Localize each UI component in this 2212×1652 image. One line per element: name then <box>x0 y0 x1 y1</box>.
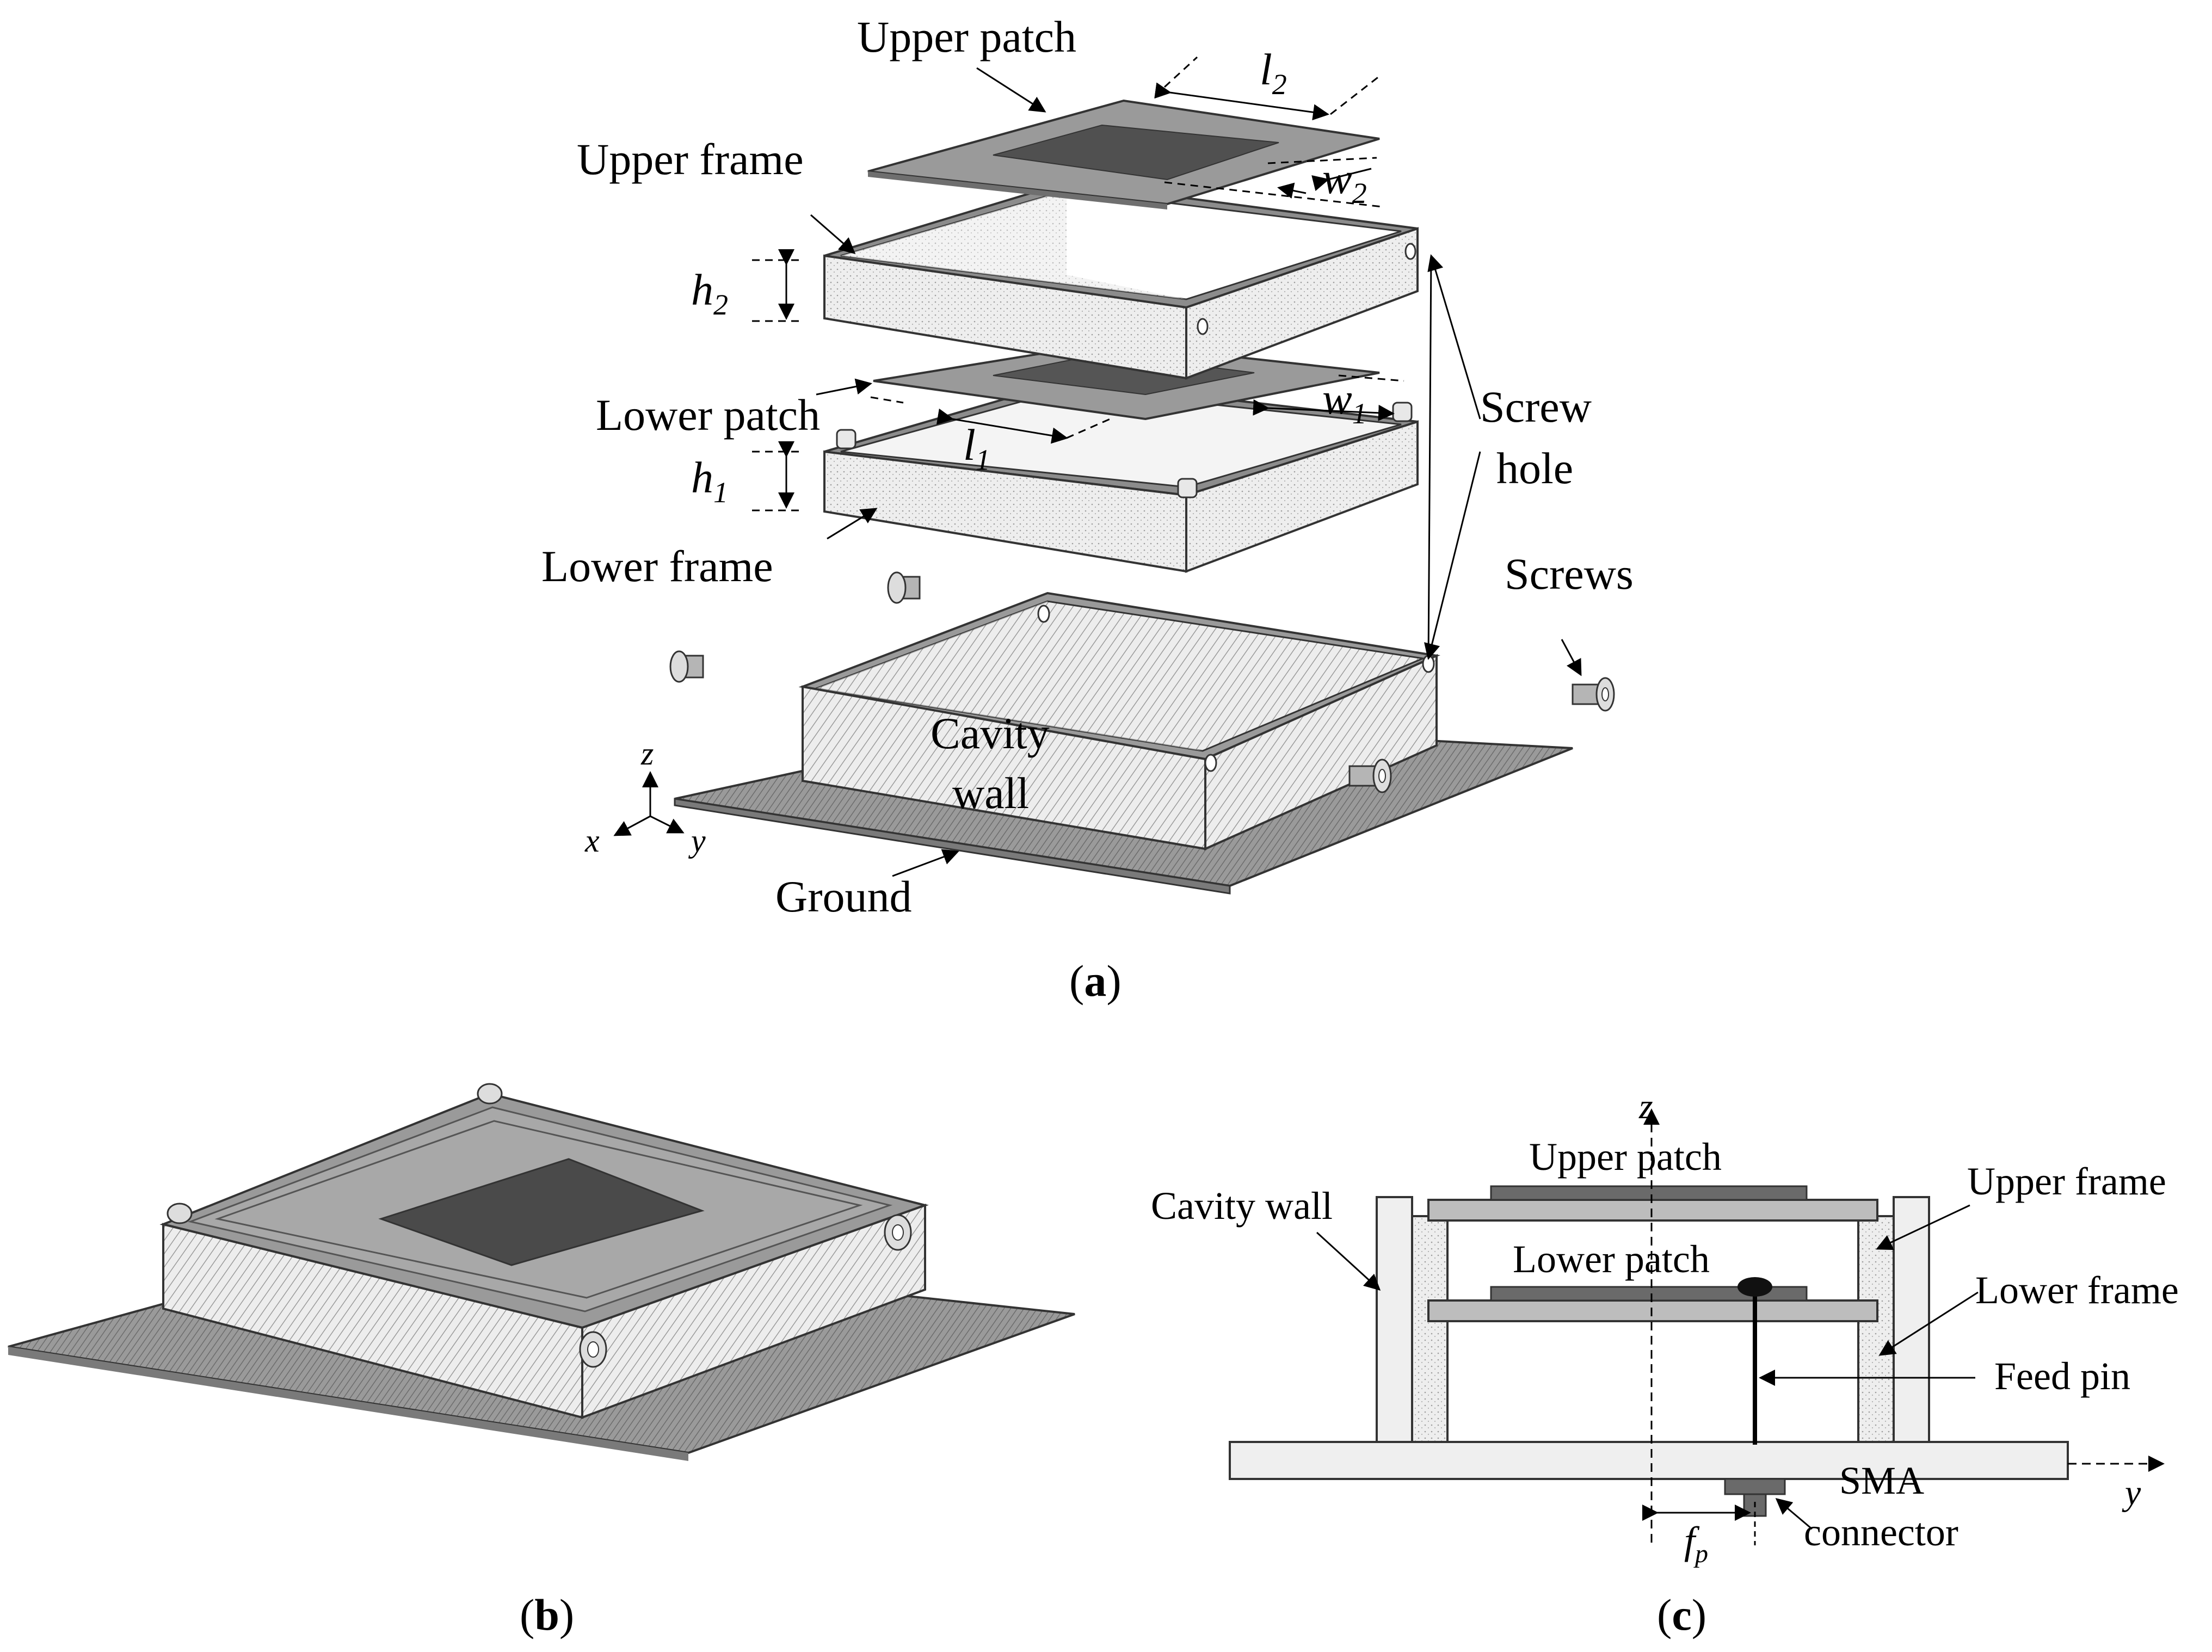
lower-patch-3d <box>873 341 1380 421</box>
axis-y-c: y <box>2122 1473 2141 1513</box>
label-lower-patch-c: Lower patch <box>1513 1237 1710 1281</box>
label-feed-pin-c: Feed pin <box>1994 1354 2130 1398</box>
caption-b: (b) <box>520 1590 574 1639</box>
label-cavity-wall-c: Cavity wall <box>1151 1184 1333 1228</box>
label-upper-frame: Upper frame <box>577 134 804 184</box>
screw-icon <box>1348 759 1392 793</box>
cavity-wall-right <box>1893 1196 1930 1443</box>
cavity-wall-left <box>1376 1196 1413 1443</box>
screw-icon <box>669 650 704 683</box>
label-upper-patch-c: Upper patch <box>1529 1135 1722 1179</box>
feed-point <box>1737 1277 1772 1297</box>
frame-right <box>1857 1215 1895 1443</box>
label-sma-1: SMA <box>1839 1459 1924 1502</box>
screws-group <box>669 571 1615 793</box>
ground-c <box>1229 1441 2069 1480</box>
label-screws: Screws <box>1505 549 1634 599</box>
dim-fp: fp <box>1684 1519 1708 1568</box>
panel-c: Upper patch Lower patch Cavity wall Uppe… <box>1151 1087 2179 1639</box>
label-upper-patch: Upper patch <box>857 12 1076 61</box>
caption-c: (c) <box>1657 1590 1706 1639</box>
dim-w1: w1 <box>1322 374 1367 430</box>
upper-substrate-c <box>1427 1199 1878 1222</box>
label-upper-frame-c: Upper frame <box>1967 1160 2166 1203</box>
patch-b <box>378 1158 705 1266</box>
axis-z-c: z <box>1638 1087 1653 1126</box>
label-sma-2: connector <box>1804 1511 1958 1554</box>
caption-a: (a) <box>1069 956 1122 1006</box>
label-screw-hole-1: Screw <box>1480 382 1592 432</box>
upper-frame-3d <box>823 181 1419 380</box>
dim-h2: h2 <box>691 265 728 321</box>
label-ground: Ground <box>775 872 912 921</box>
label-lower-frame-c: Lower frame <box>1975 1268 2179 1312</box>
dim-l2: l2 <box>1260 45 1287 101</box>
label-screw-hole-2: hole <box>1496 443 1573 493</box>
frame-left <box>1411 1215 1449 1443</box>
screw-icon <box>887 571 921 604</box>
axis-x-a: x <box>584 823 600 859</box>
axis-y-a: y <box>688 823 706 859</box>
dimension-lines <box>752 56 1582 877</box>
label-cavity-1: Cavity <box>931 708 1050 758</box>
panel-b: (b) <box>8 1083 1075 1639</box>
axes-a <box>613 771 685 836</box>
label-lower-frame: Lower frame <box>541 541 773 591</box>
screw-icon <box>1572 677 1615 712</box>
axis-z-a: z <box>640 736 654 772</box>
sma-flange <box>1724 1478 1786 1495</box>
label-lower-patch: Lower patch <box>596 390 820 440</box>
dim-l1: l1 <box>963 420 990 476</box>
panel-a: Upper patch Upper frame Lower patch Lowe… <box>541 12 1634 1006</box>
upper-patch-c <box>1490 1185 1808 1201</box>
lower-substrate-c <box>1427 1299 1878 1322</box>
dim-h1: h1 <box>691 453 728 509</box>
cavity-wall-box <box>798 591 1440 851</box>
upper-patch-3d <box>867 99 1380 209</box>
label-cavity-2: wall <box>952 768 1029 818</box>
dim-w2: w2 <box>1322 153 1367 209</box>
